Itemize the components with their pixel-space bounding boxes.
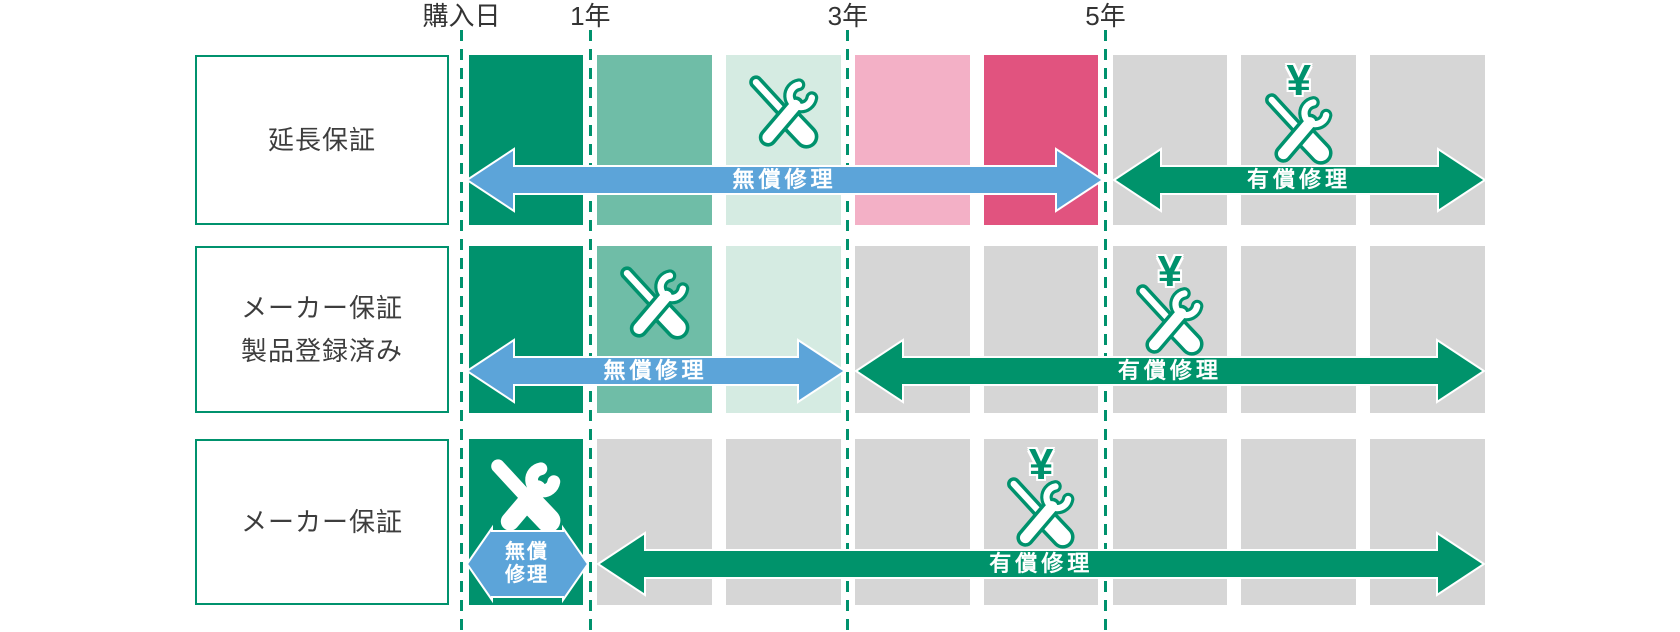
yen-symbol: ¥	[1028, 440, 1054, 489]
crossed-tools-glyph	[619, 266, 690, 340]
free-repair-tools-icon	[744, 71, 824, 151]
free-repair-tools-icon	[486, 455, 566, 535]
period-block-year7	[1370, 55, 1485, 225]
free-repair-arrow-shape	[464, 147, 1105, 213]
period-block-year5	[1112, 55, 1228, 225]
free-repair-arrow	[464, 147, 1105, 213]
paid-repair-arrow-shape	[1111, 147, 1487, 213]
timeline-dashed-line-year1	[588, 30, 592, 630]
row-label-box-extended-warranty: 延長保証	[195, 55, 449, 225]
row-label-box-maker-warranty: メーカー保証	[195, 439, 449, 605]
row-label-text: 製品登録済み	[240, 335, 403, 366]
paid-repair-arrow	[1111, 147, 1487, 213]
crossed-tools-glyph	[491, 459, 561, 533]
crossed-tools-glyph	[1264, 93, 1333, 165]
crossed-tools-glyph	[748, 75, 818, 149]
row-label-box-maker-warranty-registered: メーカー保証製品登録済み	[195, 246, 449, 413]
timeline-dashed-line-year0	[460, 30, 463, 630]
period-block-year4	[983, 55, 1099, 225]
row-label-text: メーカー保証	[240, 506, 403, 537]
paid-repair-arrow-shape	[854, 338, 1486, 404]
period-block-year1	[597, 55, 713, 225]
period-block-year0	[468, 55, 584, 225]
crossed-tools-icon	[1131, 280, 1209, 358]
period-block-year2	[726, 55, 841, 225]
yen-symbol: ¥	[1157, 247, 1183, 296]
paid-repair-yen-tools-icon: ¥	[996, 443, 1086, 553]
period-block-year3	[854, 55, 970, 225]
paid-repair-arrow	[854, 338, 1486, 404]
crossed-tools-icon	[1260, 89, 1338, 167]
crossed-tools-icon	[1002, 473, 1080, 551]
axis-label-purchase-date: 購入日	[422, 1, 501, 31]
free-repair-arrow	[465, 524, 589, 604]
timeline-dashed-line-year3	[846, 30, 850, 630]
axis-label-year-5: 5年	[1085, 1, 1126, 31]
free-repair-arrow-shape	[464, 338, 847, 404]
crossed-tools-glyph	[1135, 284, 1204, 356]
paid-repair-arrow-shape	[596, 531, 1487, 597]
free-repair-arrow	[464, 338, 847, 404]
paid-repair-arrow	[596, 531, 1487, 597]
axis-label-year-3: 3年	[827, 1, 869, 31]
yen-symbol: ¥	[1286, 56, 1311, 105]
free-repair-arrow-shape	[465, 524, 589, 604]
paid-repair-yen-tools-icon: ¥	[1254, 59, 1344, 169]
row-label-text: 延長保証	[267, 124, 376, 155]
timeline-dashed-line-year5	[1104, 30, 1107, 630]
crossed-tools-glyph	[1007, 477, 1075, 549]
row-label-text: メーカー保証	[240, 292, 403, 323]
free-repair-tools-icon	[615, 262, 695, 342]
paid-repair-yen-tools-icon: ¥	[1125, 250, 1215, 360]
axis-label-year-1: 1年	[570, 1, 611, 31]
